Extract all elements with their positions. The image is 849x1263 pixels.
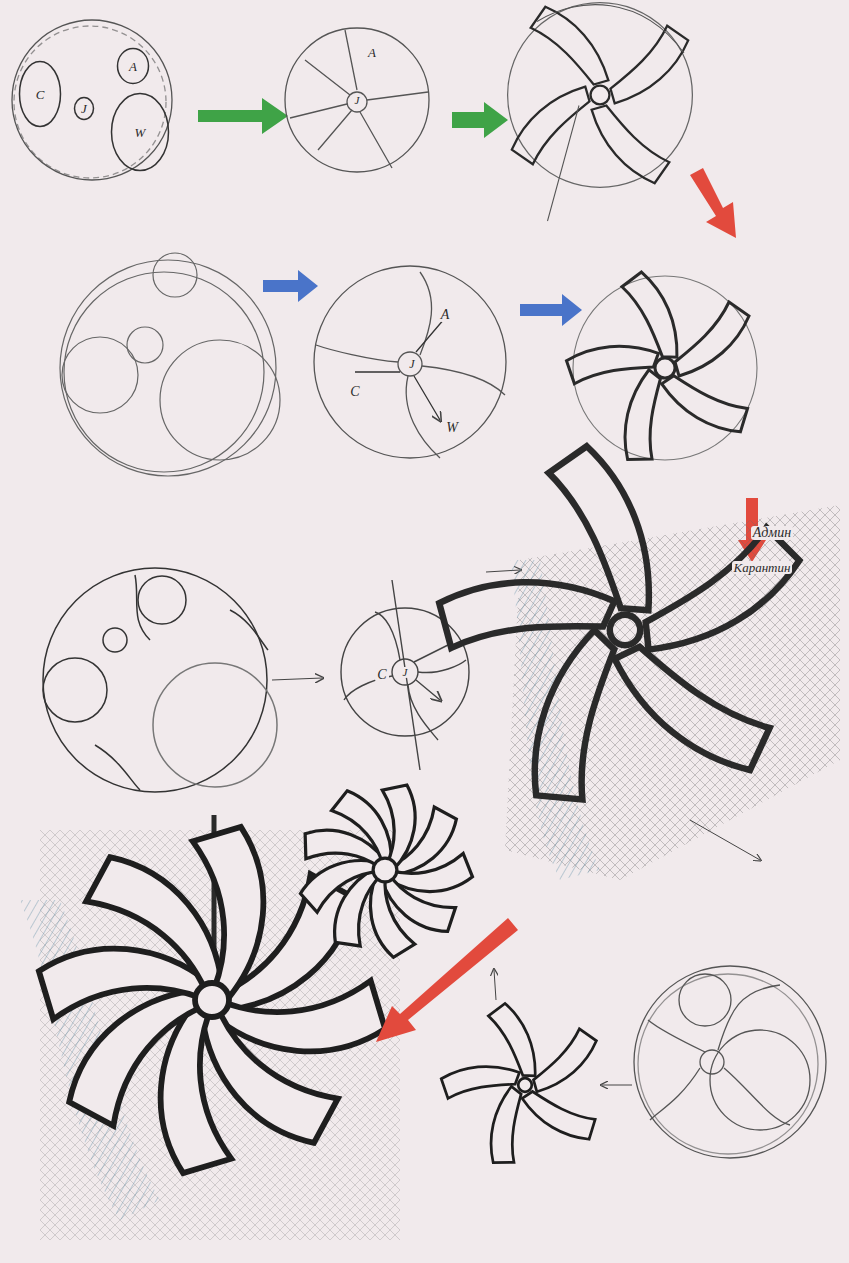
zone-letter: J [81,102,87,115]
sketch-note: J [353,95,362,106]
blue-arrow [520,294,582,326]
sketch-3 [508,3,693,221]
sketch-10 [20,810,402,1240]
sketch-9 [422,437,840,880]
green-arrow [198,98,288,134]
blue-arrow [263,270,318,302]
sketch-7 [43,568,277,792]
sketch-arrow [602,1085,632,1086]
sketch-note: C [375,668,388,682]
sketch-2 [285,28,429,172]
sketch-note: Карантин [732,561,793,574]
sketch-note: C [348,385,361,399]
sketch-11 [295,776,480,963]
sketch-note: J [401,667,410,678]
zone-letter: C [36,88,45,101]
sketch-5 [314,266,506,458]
sketch-arrow [494,970,496,1000]
sketch-1 [12,20,172,180]
sketch-note: Админ [751,526,794,540]
sketch-8 [341,580,469,770]
sketch-12 [434,1000,600,1173]
sketch-13 [634,966,826,1158]
zone-letter: W [135,126,146,139]
sketch-note: A [366,46,378,59]
sketch-4 [60,253,280,476]
sketch-arrow [272,678,322,680]
sketch-6 [558,268,757,471]
circled-zone: J [73,96,95,121]
sketch-note: W [444,421,460,435]
circled-zone: W [110,92,170,172]
circled-zone: A [116,47,150,85]
sketch-note: A [439,308,452,322]
sketch-note: J [407,358,416,370]
circled-zone: C [18,60,62,128]
red-arrow [690,168,736,238]
zone-letter: A [129,60,137,73]
green-arrow [452,102,508,138]
